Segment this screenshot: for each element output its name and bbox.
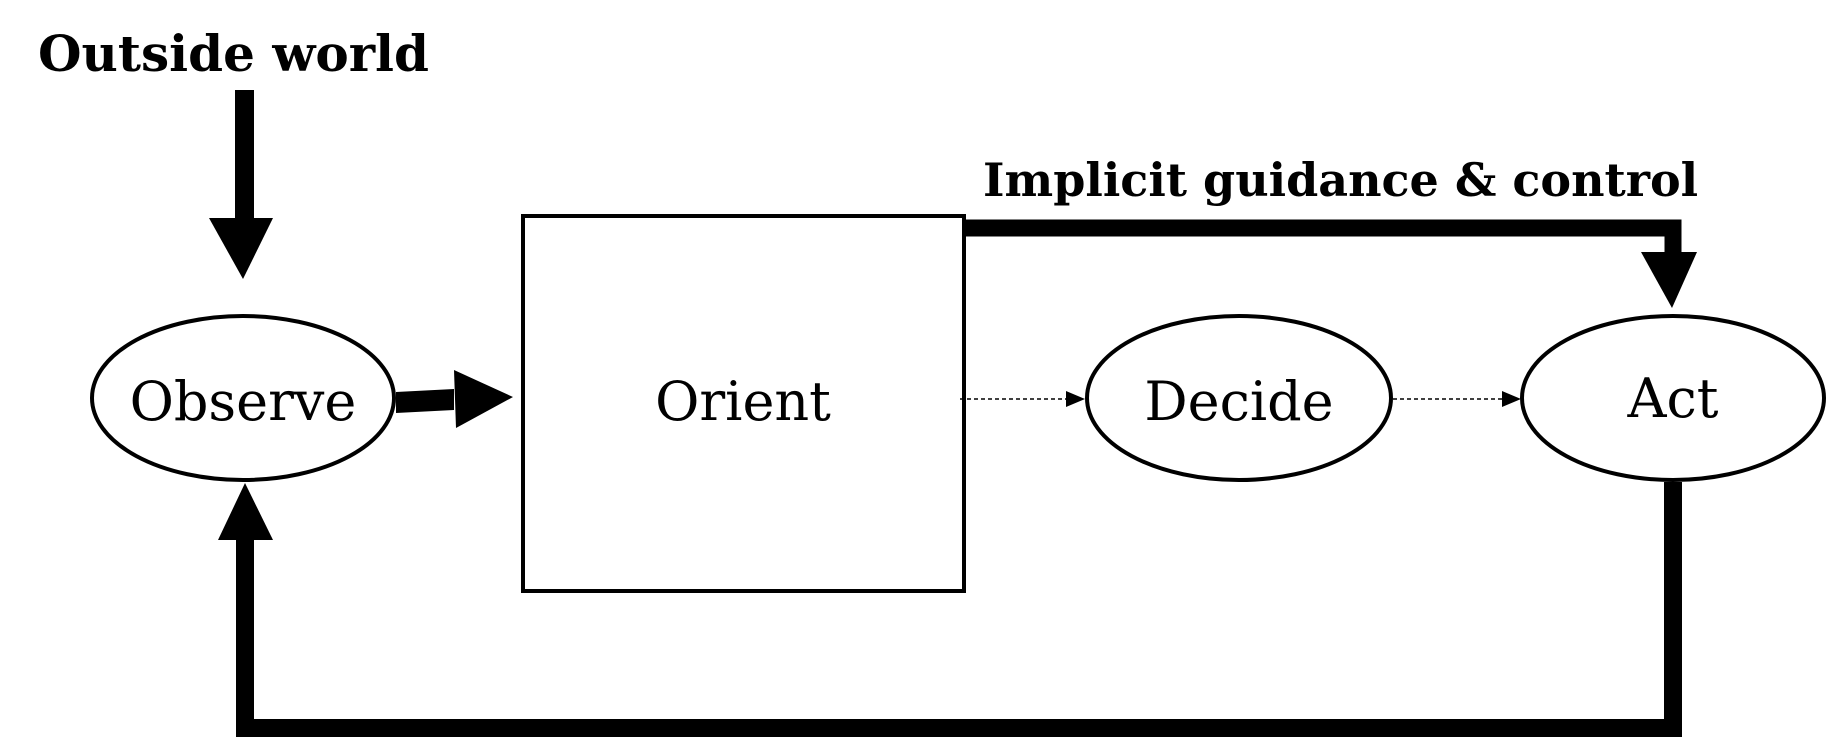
orient-node: Orient <box>521 214 966 593</box>
act-node: Act <box>1520 314 1826 482</box>
observe-node: Observe <box>90 314 396 482</box>
outside-world-label: Outside world <box>38 24 429 83</box>
implicit-guidance-label: Implicit guidance & control <box>983 153 1698 207</box>
decide-node: Decide <box>1085 314 1393 482</box>
feedback-loop-arrow <box>218 482 1682 737</box>
act-label: Act <box>1627 367 1719 430</box>
observe-label: Observe <box>130 370 357 433</box>
observe-to-orient-arrow <box>396 370 513 428</box>
implicit-guidance-arrow <box>965 219 1697 308</box>
decide-label: Decide <box>1144 370 1333 433</box>
orient-label: Orient <box>655 370 831 433</box>
outside-world-arrow <box>209 90 273 279</box>
orient-to-decide-arrow <box>960 391 1085 407</box>
decide-to-act-arrow <box>1393 391 1521 407</box>
